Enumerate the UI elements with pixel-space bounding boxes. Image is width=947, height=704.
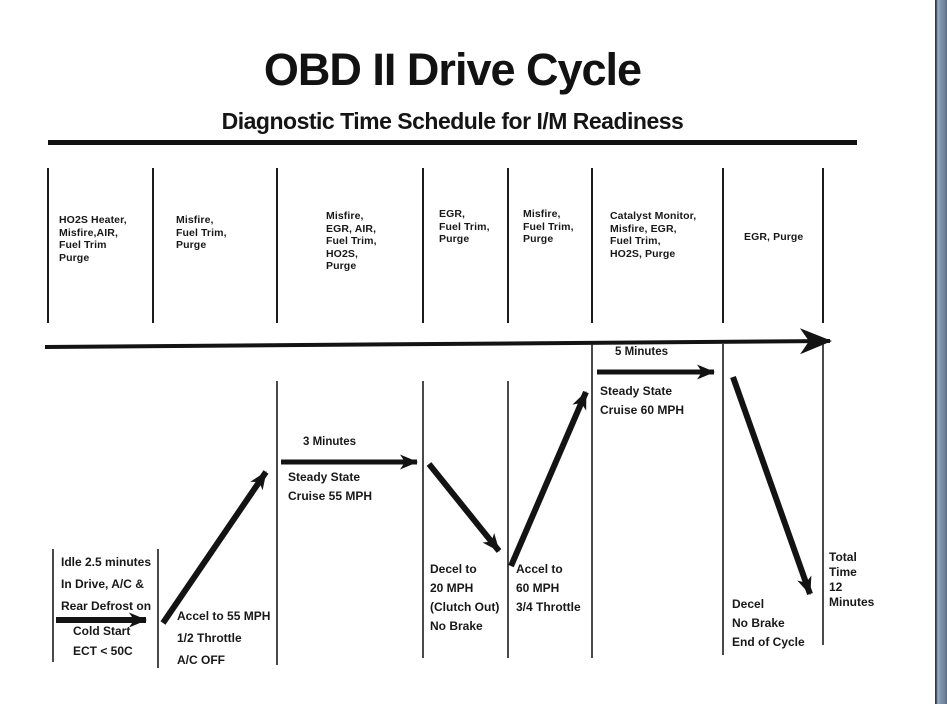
monitor-col-3: Misfire, EGR, AIR, Fuel Trim, HO2S, Purg… [326,210,377,272]
step-decel-20-label: Decel to 20 MPH (Clutch Out) No Brake [430,562,500,633]
step-cold-start-label: Cold Start ECT < 50C [73,624,133,658]
monitor-col-1: HO2S Heater, Misfire,AIR, Fuel Trim Purg… [59,214,127,264]
step-accel-60-label: Accel to 60 MPH 3/4 Throttle [516,562,581,614]
timeline-arrow [44,328,832,355]
right-border-band [935,0,947,704]
page-title: OBD II Drive Cycle [263,44,642,95]
monitor-col-2: Misfire, Fuel Trim, Purge [176,214,227,251]
monitor-col-7: EGR, Purge [744,231,804,243]
step-accel-55-label: Accel to 55 MPH 1/2 Throttle A/C OFF [177,609,271,667]
monitor-col-6: Catalyst Monitor, Misfire, EGR, Fuel Tri… [610,210,697,260]
monitor-col-5: Misfire, Fuel Trim, Purge [523,208,574,245]
step-idle-label: Idle 2.5 minutes In Drive, A/C & Rear De… [61,555,152,613]
accel-55-arrow [160,470,269,625]
decel-20-arrow [426,462,502,553]
step-cruise-55-label: Steady State Cruise 55 MPH [288,470,373,503]
step-decel-end-label: Decel No Brake End of Cycle [732,597,805,649]
drive-profile [56,364,813,628]
segment-dividers [52,344,824,668]
header-rule [48,140,857,145]
accel-60-arrow [508,390,589,568]
monitor-col-4: EGR, Fuel Trim, Purge [439,208,490,245]
step-cruise-60-label: Steady State Cruise 60 MPH [600,384,685,417]
monitor-dividers [47,168,824,323]
cruise-55-time-label: 3 Minutes [303,436,357,448]
total-time-label: Total Time 12 Minutes [829,550,875,609]
page-subtitle: Diagnostic Time Schedule for I/M Readine… [221,108,684,134]
decel-end-arrow [730,375,813,596]
cruise-60-time-label: 5 Minutes [615,346,669,358]
